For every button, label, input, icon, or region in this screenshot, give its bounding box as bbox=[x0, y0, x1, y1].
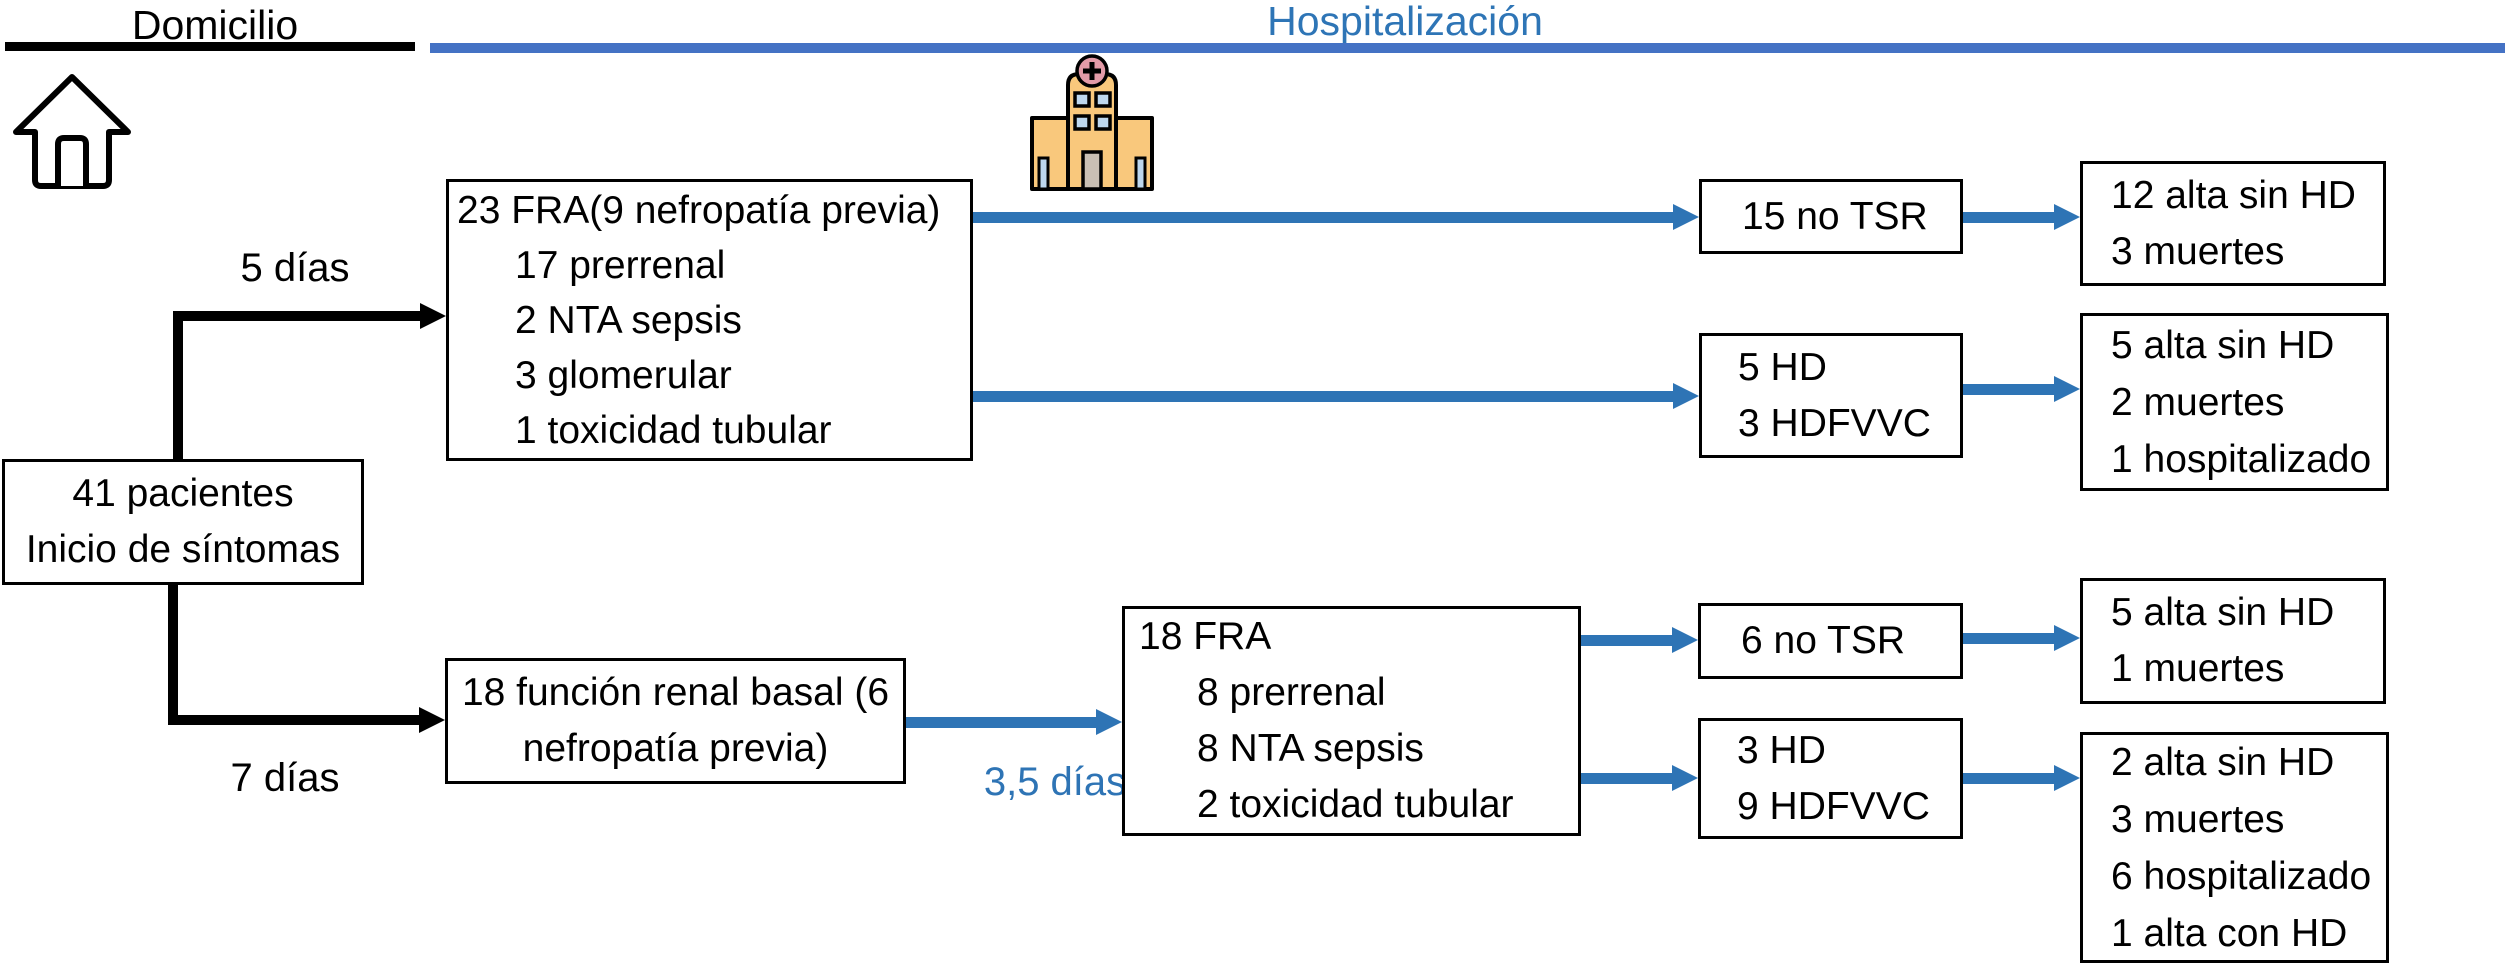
section-title-domicilio: Domicilio bbox=[131, 2, 299, 48]
box-line: 5 alta sin HD bbox=[2111, 323, 2335, 367]
box-15-no-tsr: 15 no TSR bbox=[1699, 179, 1963, 254]
box-line: 2 NTA sepsis bbox=[515, 298, 742, 342]
label-7-dias: 7 días bbox=[230, 756, 340, 800]
arrowhead-hd5 bbox=[1673, 383, 1699, 409]
box-41-pacientes: 41 pacientes Inicio de síntomas bbox=[2, 459, 364, 585]
box-line: 5 HD bbox=[1738, 345, 1827, 389]
arrowhead-outcome-top1 bbox=[2054, 204, 2080, 230]
house-icon bbox=[13, 74, 131, 189]
box-line: 15 no TSR bbox=[1742, 194, 1928, 238]
label-5-dias: 5 días bbox=[240, 246, 350, 290]
arrowhead-hd3 bbox=[1672, 765, 1698, 791]
arrow-fra23-to-notsr15 bbox=[972, 212, 1675, 223]
box-line: 2 toxicidad tubular bbox=[1197, 783, 1514, 826]
box-line: 2 alta sin HD bbox=[2111, 740, 2335, 784]
box-6-no-tsr: 6 no TSR bbox=[1698, 603, 1963, 679]
arrowhead-outcome-bottom2 bbox=[2054, 765, 2080, 791]
box-23-fra: 23 FRA(9 nefropatía previa) 17 prerrenal… bbox=[446, 179, 973, 461]
box-line: 6 no TSR bbox=[1741, 619, 1906, 662]
arrow-notsr6-to-outcome bbox=[1963, 633, 2056, 644]
box-line: Inicio de síntomas bbox=[25, 528, 341, 571]
arrow-notsr15-to-outcome bbox=[1963, 212, 2056, 223]
hospital-icon bbox=[1030, 54, 1154, 191]
box-outcome-2-alta: 2 alta sin HD 3 muertes 6 hospitalizado … bbox=[2080, 732, 2389, 963]
arrowhead-to-renal-basal bbox=[419, 707, 445, 733]
box-line: 3 muertes bbox=[2111, 797, 2285, 841]
arrow-fra18-to-notsr6 bbox=[1581, 635, 1674, 646]
box-outcome-5-alta-1-muertes: 5 alta sin HD 1 muertes bbox=[2080, 578, 2386, 704]
box-line: 1 hospitalizado bbox=[2111, 437, 2372, 481]
arrow-hd3-to-outcome bbox=[1963, 773, 2056, 784]
hospitalizacion-underline bbox=[430, 43, 2505, 53]
box-line: 18 función renal basal (6 bbox=[461, 671, 890, 714]
arrow-renal-to-fra18 bbox=[905, 717, 1098, 728]
box-18-fra: 18 FRA 8 prerrenal 8 NTA sepsis 2 toxici… bbox=[1122, 606, 1581, 836]
box-line: 8 NTA sepsis bbox=[1197, 727, 1424, 770]
box-line: 1 muertes bbox=[2111, 647, 2285, 690]
box-line: 8 prerrenal bbox=[1197, 671, 1386, 714]
arrowhead-to-fra23 bbox=[420, 303, 446, 329]
domicilio-underline bbox=[5, 42, 415, 51]
box-line: 12 alta sin HD bbox=[2111, 173, 2356, 217]
box-3-hd-9-hdfvvc: 3 HD 9 HDFVVC bbox=[1698, 718, 1963, 839]
box-line: 3 muertes bbox=[2111, 229, 2285, 273]
box-line: 18 FRA bbox=[1139, 615, 1272, 658]
arrow-patients-up-horizontal bbox=[173, 311, 420, 321]
box-18-funcion-renal-basal: 18 función renal basal (6 nefropatía pre… bbox=[445, 658, 906, 784]
box-line: 3 glomerular bbox=[515, 353, 732, 397]
box-line: 5 alta sin HD bbox=[2111, 591, 2335, 634]
arrowhead-notsr15 bbox=[1673, 204, 1699, 230]
box-line: 2 muertes bbox=[2111, 380, 2285, 424]
box-line: nefropatía previa) bbox=[522, 727, 829, 770]
arrow-patients-up-vertical bbox=[173, 311, 183, 459]
box-line: 41 pacientes bbox=[72, 472, 294, 515]
arrowhead-outcome-bottom1 bbox=[2054, 625, 2080, 651]
box-line: 3 HD bbox=[1737, 728, 1826, 772]
box-outcome-12-alta: 12 alta sin HD 3 muertes bbox=[2080, 161, 2386, 286]
box-line: 1 toxicidad tubular bbox=[515, 408, 832, 452]
arrow-fra23-to-hd5 bbox=[972, 391, 1675, 402]
box-line: 23 FRA(9 nefropatía previa) bbox=[457, 188, 941, 232]
label-3-5-dias: 3,5 días bbox=[983, 760, 1127, 804]
box-line: 6 hospitalizado bbox=[2111, 854, 2372, 898]
section-title-hospitalizacion: Hospitalización bbox=[1267, 0, 1543, 44]
box-line: 3 HDFVVC bbox=[1738, 401, 1931, 445]
arrow-fra18-to-hd3 bbox=[1581, 773, 1674, 784]
arrowhead-notsr6 bbox=[1672, 627, 1698, 653]
box-5-hd-3-hdfvvc: 5 HD 3 HDFVVC bbox=[1699, 333, 1963, 458]
arrow-patients-down-vertical bbox=[168, 585, 178, 725]
arrowhead-fra18 bbox=[1096, 709, 1122, 735]
box-line: 1 alta con HD bbox=[2111, 911, 2348, 955]
box-line: 9 HDFVVC bbox=[1737, 784, 1930, 828]
box-line: 17 prerrenal bbox=[515, 243, 726, 287]
arrowhead-outcome-top2 bbox=[2054, 376, 2080, 402]
arrow-hd5-to-outcome bbox=[1963, 384, 2056, 395]
box-outcome-5-alta: 5 alta sin HD 2 muertes 1 hospitalizado bbox=[2080, 313, 2389, 491]
arrow-patients-down-horizontal bbox=[168, 715, 419, 725]
